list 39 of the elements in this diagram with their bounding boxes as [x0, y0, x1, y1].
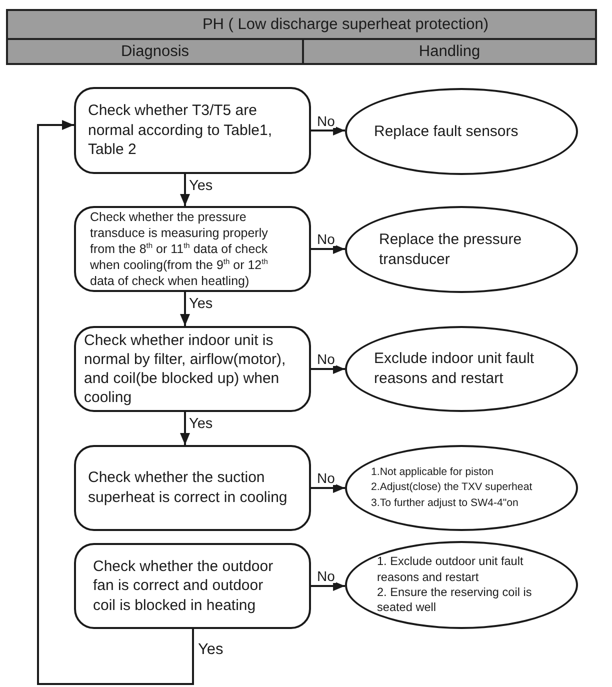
action-text: Exclude indoor unit fault reasons and restart — [374, 349, 536, 389]
decision-box — [74, 543, 311, 629]
action-text: 2. Ensure the reserving coil is seated well — [377, 585, 533, 616]
step-text: Check whether the suction superheat is correct in cooling — [88, 468, 288, 508]
arrow — [180, 412, 190, 445]
step-text: Check whether T3/T5 are normal according to Table1, Table 2 — [88, 100, 273, 160]
arrow — [180, 292, 190, 326]
action-text: 1.Not applicable for piston — [371, 464, 494, 480]
edge-label: No — [316, 114, 336, 128]
decision-box — [74, 445, 311, 531]
decision-box — [74, 87, 311, 174]
arrow — [37, 120, 194, 685]
action-text: 3.To further adjust to SW4-4"on — [371, 496, 520, 511]
arrow — [311, 244, 345, 254]
arrow — [311, 364, 345, 374]
action-text: 1. Exclude outdoor unit fault reasons and restart — [377, 554, 524, 585]
action-text: 2.Adjust(close) the TXV superheat — [371, 480, 534, 496]
table-title: PH ( Low discharge superheat protection) — [6, 9, 597, 40]
edge-label: No — [316, 352, 336, 366]
edge-label: No — [316, 569, 336, 583]
step-text: Check whether the outdoor fan is correct and outdoor coil is blocked in heating — [93, 556, 274, 616]
step-text: Check whether the pressure transduce is measuring properly from the 8$^{th}$ or 11$^{th}$ data of check when cooling(from the 9$^{th}$ or 12$^{th}$ data of check when heatling) — [90, 209, 269, 289]
decision-box — [74, 206, 311, 292]
edge-label: No — [316, 471, 336, 485]
edge-label: Yes — [188, 297, 214, 312]
arrow — [180, 174, 190, 206]
arrow — [311, 581, 346, 591]
arrow — [311, 126, 346, 136]
column-header: Handling — [302, 38, 597, 65]
column-header: Diagnosis — [6, 38, 304, 65]
edge-label: Yes — [188, 417, 214, 432]
edge-label: No — [316, 232, 336, 246]
step-text: Check whether indoor unit is normal by filter, airflow(motor), and coil(be blocked up) when cooling — [84, 330, 287, 408]
arrow — [311, 483, 345, 493]
action-text: Replace the pressure transducer — [379, 230, 523, 270]
decision-box — [74, 326, 311, 412]
edge-label: Yes — [188, 179, 214, 194]
action-text: Replace fault sensors — [374, 122, 520, 142]
edge-label: Yes — [197, 642, 224, 658]
